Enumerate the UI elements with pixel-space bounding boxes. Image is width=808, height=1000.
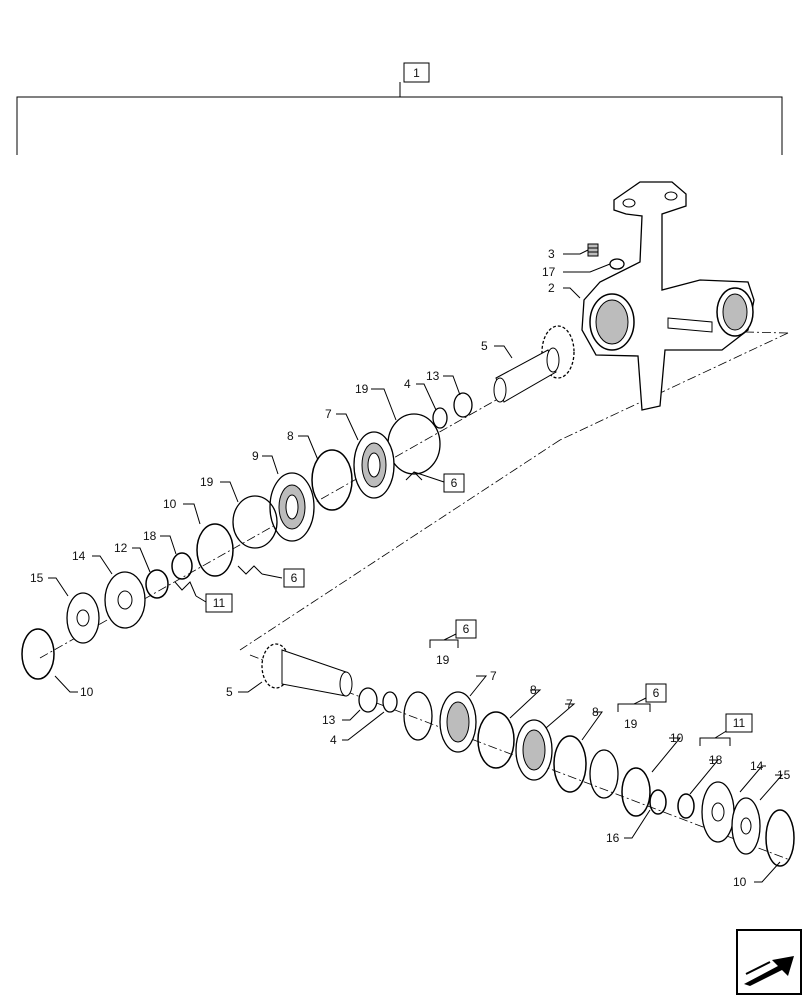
seal-ring-19-lower-b bbox=[589, 749, 619, 799]
callout-18-lower: 18 bbox=[709, 753, 723, 767]
callout-19-lower-b: 19 bbox=[624, 717, 638, 731]
ball-bearing-7-lower-a bbox=[439, 691, 477, 753]
kit-6-lower: 6 bbox=[463, 622, 470, 636]
kit-11-lower: 11 bbox=[733, 716, 746, 730]
callout-7-lower-a: 7 bbox=[490, 669, 497, 683]
thrust-washer-14-lower bbox=[701, 781, 735, 843]
callout-7-upper: 7 bbox=[325, 407, 332, 421]
callout-13-lower: 13 bbox=[322, 713, 336, 727]
callout-18-upper: 18 bbox=[143, 529, 157, 543]
circlip-10-far bbox=[21, 628, 55, 680]
circlip-10-lower bbox=[621, 767, 651, 817]
callout-15-lower: 15 bbox=[777, 768, 791, 782]
callout-4-lower: 4 bbox=[330, 733, 337, 747]
callout-2: 2 bbox=[548, 281, 555, 295]
callout-10-far: 10 bbox=[80, 685, 94, 699]
callout-7-lower-b: 7 bbox=[566, 697, 573, 711]
callout-8-lower-a: 8 bbox=[530, 683, 537, 697]
callout-13-upper: 13 bbox=[426, 369, 440, 383]
spacer-ring-8-lower-b bbox=[553, 735, 587, 793]
circlip-10-lower-far bbox=[765, 809, 795, 867]
kit-11-upper: 11 bbox=[213, 596, 226, 610]
kit-6-upper: 6 bbox=[451, 476, 458, 490]
snap-ring-18-lower bbox=[677, 793, 695, 819]
callout-14-upper: 14 bbox=[72, 549, 86, 563]
callout-14-lower: 14 bbox=[750, 759, 764, 773]
assembly-ref-label: 1 bbox=[413, 66, 420, 80]
gear-housing bbox=[581, 181, 755, 411]
seal-ring-19-upper bbox=[387, 413, 441, 475]
shim-15-lower bbox=[731, 797, 761, 855]
retaining-ring-4-lower bbox=[382, 691, 398, 713]
callout-3: 3 bbox=[548, 247, 555, 261]
assembly-bracket: 1 bbox=[16, 62, 783, 155]
o-ring-13-lower bbox=[358, 687, 378, 713]
kit-6-lower-b: 6 bbox=[653, 686, 660, 700]
ball-bearing-7-upper bbox=[353, 431, 395, 499]
callout-numbers: 3 17 2 5 13 4 19 7 8 9 19 10 18 12 14 15… bbox=[30, 247, 791, 889]
callout-5-upper: 5 bbox=[481, 339, 488, 353]
callout-8-upper: 8 bbox=[287, 429, 294, 443]
snap-ring-18-upper bbox=[171, 552, 193, 580]
callout-19-lower: 19 bbox=[436, 653, 450, 667]
kit-labels: 6 6 11 6 6 11 bbox=[205, 473, 753, 733]
callout-12: 12 bbox=[114, 541, 128, 555]
callout-19-upper: 19 bbox=[355, 382, 369, 396]
callout-15-upper: 15 bbox=[30, 571, 44, 585]
grease-fitting bbox=[587, 243, 599, 257]
callout-8-lower-b: 8 bbox=[592, 705, 599, 719]
callout-16: 16 bbox=[606, 831, 620, 845]
callout-5-lower: 5 bbox=[226, 685, 233, 699]
pinion-shaft-upper bbox=[493, 325, 575, 403]
snap-ring-16 bbox=[649, 789, 667, 815]
center-lines bbox=[39, 329, 791, 861]
kit-6-mid: 6 bbox=[291, 571, 298, 585]
spacer-12 bbox=[145, 569, 169, 599]
thrust-washer-14-upper bbox=[104, 571, 146, 629]
spacer-ring-8-upper bbox=[311, 449, 353, 511]
circlip-10-upper bbox=[196, 523, 234, 577]
ball-bearing-9 bbox=[269, 472, 315, 542]
kit-brackets bbox=[174, 471, 731, 746]
shim-15-upper bbox=[66, 592, 100, 644]
ball-bearing-7-lower-b bbox=[515, 719, 553, 781]
leader-lines bbox=[48, 249, 784, 883]
o-ring-13-upper bbox=[453, 392, 473, 418]
callout-10-upper: 10 bbox=[163, 497, 177, 511]
callout-19-mid: 19 bbox=[200, 475, 214, 489]
callout-10-lower: 10 bbox=[670, 731, 684, 745]
callout-4-upper: 4 bbox=[404, 377, 411, 391]
retaining-ring-4-upper bbox=[432, 407, 448, 429]
callout-9: 9 bbox=[252, 449, 259, 463]
pinion-shaft-lower bbox=[261, 643, 353, 697]
seal-ring-19-lower bbox=[403, 691, 433, 741]
spacer-ring-8-lower-a bbox=[477, 711, 515, 769]
seal-ring-19-mid bbox=[232, 495, 278, 549]
callout-10-lower-far: 10 bbox=[733, 875, 747, 889]
callout-17: 17 bbox=[542, 265, 556, 279]
snap-ring-17 bbox=[609, 258, 625, 270]
next-page-arrow-icon[interactable] bbox=[736, 929, 802, 995]
